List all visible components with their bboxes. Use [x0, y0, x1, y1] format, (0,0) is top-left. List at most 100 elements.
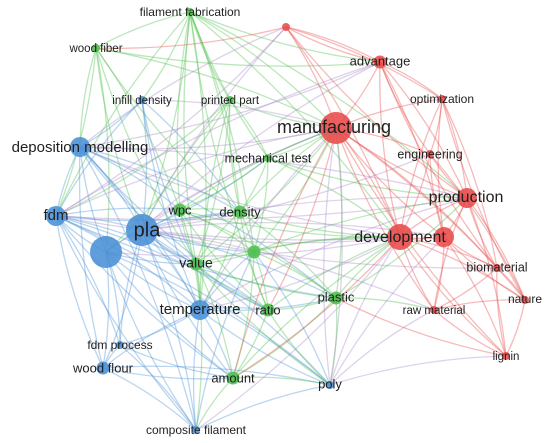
- label-density[interactable]: density: [219, 204, 261, 219]
- label-poly[interactable]: poly: [318, 376, 342, 391]
- node-manufacturing[interactable]: [320, 112, 352, 144]
- edge-density-temperature: [199, 211, 241, 311]
- node-blue-hub[interactable]: [90, 236, 122, 268]
- edge-poly-green_hub: [253, 251, 331, 386]
- label-development[interactable]: development: [354, 229, 446, 246]
- node-filament-fabrication[interactable]: [186, 8, 194, 16]
- edge-wpc-development: [179, 209, 401, 238]
- label-amount[interactable]: amount: [211, 370, 255, 385]
- edge-development-nature: [399, 236, 526, 301]
- label-wpc[interactable]: wpc: [167, 202, 192, 217]
- edge-ratio-poly: [267, 309, 331, 386]
- edge-printed_part-density: [228, 99, 241, 213]
- label-fdm-process[interactable]: fdm process: [87, 338, 152, 352]
- edge-pla-biomaterial: [141, 229, 498, 269]
- label-wood-fiber[interactable]: wood fiber: [68, 43, 122, 55]
- node-red-hub[interactable]: [434, 227, 454, 247]
- edge-wpc-manufacturing: [179, 127, 337, 211]
- node-temperature[interactable]: [190, 300, 210, 320]
- node-engineering[interactable]: [426, 150, 434, 158]
- label-ratio[interactable]: ratio: [255, 302, 280, 317]
- edge-raw_material-nature: [433, 299, 526, 311]
- label-pla[interactable]: pla: [134, 219, 162, 241]
- label-infill-density[interactable]: infill density: [112, 95, 172, 107]
- label-lignin[interactable]: lignin: [493, 351, 520, 363]
- edge-mechanical_test-development: [267, 157, 401, 238]
- edge-printed_part-mechanical_test: [229, 99, 269, 159]
- label-filament-fabrication[interactable]: filament fabrication: [140, 5, 241, 19]
- edge-fdm-production: [55, 197, 468, 221]
- node-green-hub[interactable]: [247, 245, 261, 259]
- node-deposition-modelling[interactable]: [70, 137, 90, 157]
- node-red-top[interactable]: [282, 23, 290, 31]
- edge-value-composite_filament: [195, 263, 203, 431]
- edge-deposition_modelling-production: [79, 146, 468, 199]
- node-lignin[interactable]: [502, 352, 510, 360]
- node-composite-filament[interactable]: [192, 426, 200, 434]
- node-infill-density[interactable]: [138, 96, 146, 104]
- edge-red_top-wood_fiber: [95, 26, 287, 49]
- label-temperature[interactable]: temperature: [160, 301, 241, 318]
- node-fdm[interactable]: [46, 206, 66, 226]
- label-manufacturing[interactable]: manufacturing: [277, 117, 391, 137]
- label-composite-filament[interactable]: composite filament: [146, 423, 247, 437]
- edge-filament_fabrication-density: [189, 11, 241, 213]
- node-ratio[interactable]: [261, 303, 275, 317]
- node-printed-part[interactable]: [226, 96, 234, 104]
- edge-optimization-biomaterial: [441, 98, 498, 269]
- edge-wood_fiber-blue_hub: [95, 47, 110, 253]
- edge-pla-manufacturing: [141, 127, 337, 231]
- node-wood-fiber[interactable]: [92, 44, 100, 52]
- edge-value-ratio: [195, 263, 269, 311]
- node-biomaterial[interactable]: [493, 264, 501, 272]
- node-plastic[interactable]: [329, 291, 343, 305]
- label-optimization[interactable]: optimization: [410, 92, 474, 106]
- label-printed-part[interactable]: printed part: [201, 95, 260, 107]
- edge-fdm-advantage: [55, 61, 381, 217]
- edge-deposition_modelling-wpc: [79, 146, 181, 211]
- node-wpc[interactable]: [173, 203, 187, 217]
- node-poly[interactable]: [326, 381, 334, 389]
- label-engineering[interactable]: engineering: [397, 147, 462, 161]
- label-mechanical-test[interactable]: mechanical test: [225, 151, 312, 165]
- edge-fdm_process-composite_filament: [119, 344, 197, 431]
- edge-production-nature: [466, 197, 526, 301]
- label-deposition-modelling[interactable]: deposition modelling: [12, 139, 149, 156]
- label-nature[interactable]: nature: [508, 292, 542, 306]
- label-advantage[interactable]: advantage: [350, 53, 411, 68]
- label-value[interactable]: value: [179, 255, 213, 271]
- edge-value-manufacturing: [195, 127, 337, 265]
- label-biomaterial[interactable]: biomaterial: [466, 260, 527, 274]
- edge-advantage-red_top: [285, 26, 381, 63]
- edge-filament_fabrication-fdm: [55, 11, 191, 217]
- edge-composite_filament-development: [195, 236, 401, 431]
- node-production[interactable]: [457, 188, 477, 208]
- node-development[interactable]: [387, 224, 413, 250]
- label-fdm[interactable]: fdm: [43, 207, 68, 224]
- node-density[interactable]: [233, 205, 247, 219]
- edge-engineering-nature: [429, 153, 526, 301]
- edge-optimization-production: [441, 98, 468, 199]
- label-plastic[interactable]: plastic: [318, 289, 355, 304]
- label-production[interactable]: production: [429, 189, 504, 206]
- node-raw-material[interactable]: [430, 306, 438, 314]
- node-advantage[interactable]: [373, 55, 387, 69]
- node-fdm-process[interactable]: [116, 341, 124, 349]
- labels-layer: filament fabrication wood fiber infill den…: [12, 5, 543, 437]
- node-nature[interactable]: [521, 296, 529, 304]
- node-amount[interactable]: [226, 371, 240, 385]
- node-mechanical-test[interactable]: [264, 154, 272, 162]
- edge-raw_material-lignin: [433, 309, 507, 357]
- label-raw-material[interactable]: raw material: [403, 305, 466, 317]
- edge-advantage-engineering: [379, 61, 431, 155]
- label-wood-flour[interactable]: wood flour: [72, 360, 134, 375]
- edge-plastic-production: [335, 197, 468, 299]
- edge-wood_flour-composite_filament: [102, 367, 197, 431]
- node-value[interactable]: [189, 257, 203, 271]
- edge-temperature-wood_flour: [102, 309, 201, 369]
- node-pla[interactable]: [126, 214, 158, 246]
- node-wood-flour[interactable]: [96, 361, 110, 375]
- edge-wood_fiber-wpc: [95, 47, 181, 211]
- node-optimization[interactable]: [438, 95, 446, 103]
- edge-red_hub-nature: [443, 236, 526, 301]
